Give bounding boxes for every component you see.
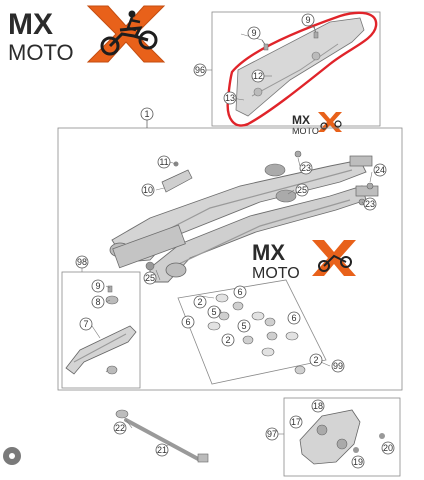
svg-text:13: 13 <box>225 93 235 103</box>
watermark-small: MX MOTO <box>292 112 342 136</box>
callout-5: 5 <box>207 305 221 319</box>
axle-part <box>115 409 209 463</box>
callout-5: 5 <box>237 319 251 333</box>
svg-text:98: 98 <box>77 257 87 267</box>
svg-text:2: 2 <box>313 355 318 365</box>
callout-6: 6 <box>181 315 195 329</box>
svg-text:17: 17 <box>291 417 301 427</box>
callout-1: 1 <box>140 107 154 121</box>
callout-98: 98 <box>75 255 89 269</box>
svg-text:2: 2 <box>225 335 230 345</box>
lens-icon <box>3 447 21 465</box>
callout-9: 9 <box>91 279 105 293</box>
callout-9: 9 <box>301 13 315 27</box>
callout-25: 25 <box>143 271 157 285</box>
svg-text:10: 10 <box>143 185 153 195</box>
svg-text:96: 96 <box>195 65 205 75</box>
svg-text:9: 9 <box>305 15 310 25</box>
svg-text:9: 9 <box>251 28 256 38</box>
svg-text:21: 21 <box>157 445 167 455</box>
svg-text:97: 97 <box>267 429 277 439</box>
callout-96: 96 <box>193 63 207 77</box>
svg-text:9: 9 <box>95 281 100 291</box>
svg-text:6: 6 <box>185 317 190 327</box>
callout-2: 2 <box>309 353 323 367</box>
callout-7: 7 <box>79 317 93 331</box>
svg-text:25: 25 <box>145 273 155 283</box>
callout-8: 8 <box>91 295 105 309</box>
callout-19: 19 <box>351 455 365 469</box>
callout-17: 17 <box>289 415 303 429</box>
rider-on-x-icon <box>318 112 342 132</box>
svg-text:23: 23 <box>301 163 311 173</box>
watermark-large: MX MOTO <box>252 240 356 282</box>
chain-slider-group-box <box>61 271 141 389</box>
callout-99: 99 <box>331 359 345 373</box>
svg-text:1: 1 <box>144 109 149 119</box>
callout-9: 9 <box>247 26 261 40</box>
chain-guide-group-box <box>211 11 381 127</box>
rider-on-x-icon <box>86 5 166 63</box>
swingarm-group-box <box>57 127 403 391</box>
svg-text:6: 6 <box>237 287 242 297</box>
watermark-small-mx: MX <box>292 113 310 127</box>
callout-22: 22 <box>113 421 127 435</box>
callout-2: 2 <box>193 295 207 309</box>
svg-text:5: 5 <box>211 307 216 317</box>
caliper-bracket-part <box>299 409 385 465</box>
callout-97: 97 <box>265 427 279 441</box>
callout-24: 24 <box>373 163 387 177</box>
rider-on-x-icon <box>312 240 356 276</box>
svg-text:5: 5 <box>241 321 246 331</box>
callout-21: 21 <box>155 443 169 457</box>
svg-text:12: 12 <box>253 71 263 81</box>
watermark-small-moto: MOTO <box>292 126 319 136</box>
svg-text:7: 7 <box>83 319 88 329</box>
svg-text:24: 24 <box>375 165 385 175</box>
logo-mx-text: MX <box>8 8 53 41</box>
svg-text:6: 6 <box>291 313 296 323</box>
callouts: 96 9 9 12 13 1 11 10 23 25 24 23 25 98 9… <box>75 13 395 469</box>
callout-2: 2 <box>221 333 235 347</box>
svg-text:99: 99 <box>333 361 343 371</box>
callout-10: 10 <box>141 183 155 197</box>
svg-text:2: 2 <box>197 297 202 307</box>
callout-23: 23 <box>299 161 313 175</box>
pad-part <box>264 163 286 177</box>
svg-text:25: 25 <box>297 185 307 195</box>
callout-11: 11 <box>157 155 171 169</box>
callout-6: 6 <box>287 311 301 325</box>
svg-text:18: 18 <box>313 401 323 411</box>
svg-text:20: 20 <box>383 443 393 453</box>
callout-18: 18 <box>311 399 325 413</box>
callout-6: 6 <box>233 285 247 299</box>
svg-text:11: 11 <box>159 157 168 167</box>
bearing-kit-group-box <box>177 279 327 385</box>
chain-slider-part <box>65 285 137 375</box>
svg-text:8: 8 <box>95 297 100 307</box>
watermark-large-moto: MOTO <box>252 265 300 282</box>
svg-text:22: 22 <box>115 423 125 433</box>
caliper-group-box <box>283 397 401 477</box>
watermark-large-mx: MX <box>252 240 285 265</box>
callout-23: 23 <box>363 197 377 211</box>
brand-logo: MX MOTO <box>8 5 166 65</box>
callout-20: 20 <box>381 441 395 455</box>
svg-text:23: 23 <box>365 199 375 209</box>
pad-part <box>275 189 297 203</box>
callout-25: 25 <box>295 183 309 197</box>
svg-text:19: 19 <box>353 457 363 467</box>
logo-moto-text: MOTO <box>8 40 74 65</box>
callout-13: 13 <box>223 91 237 105</box>
bearing-parts <box>207 293 306 375</box>
callout-12: 12 <box>251 69 265 83</box>
